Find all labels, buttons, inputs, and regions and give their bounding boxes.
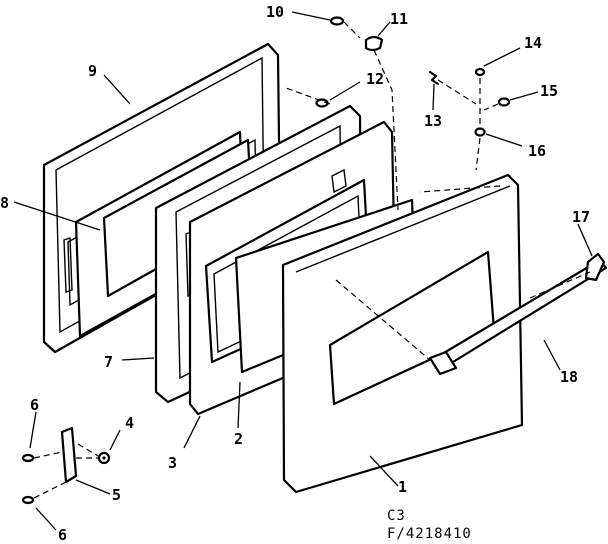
hinge-screw — [97, 451, 111, 465]
leader-lines — [13, 11, 593, 531]
diagram-code: C3 — [387, 508, 406, 524]
label-18: 18 — [560, 368, 578, 386]
screw-upper — [21, 453, 35, 463]
small-screw-16 — [474, 127, 486, 137]
door-hinge — [60, 426, 78, 484]
label-9: 9 — [88, 62, 97, 80]
label-6-lower: 6 — [58, 526, 67, 544]
top-clip — [364, 35, 384, 52]
diagram-part-number: F/4218410 — [387, 526, 472, 542]
label-8: 8 — [0, 194, 9, 212]
outer-door-panel — [281, 173, 524, 494]
label-4: 4 — [125, 414, 134, 432]
spring-clip — [428, 70, 440, 86]
label-11: 11 — [390, 10, 408, 28]
label-16: 16 — [528, 142, 546, 160]
handle-end-cap — [584, 252, 606, 282]
label-15: 15 — [540, 82, 558, 100]
door-handle — [428, 258, 608, 376]
small-screw-14 — [474, 67, 486, 77]
label-1: 1 — [398, 478, 407, 496]
screw-lower — [21, 495, 35, 505]
assembly-lines — [33, 21, 591, 499]
label-6-upper: 6 — [30, 396, 39, 414]
label-17: 17 — [572, 208, 590, 226]
label-5: 5 — [112, 486, 121, 504]
label-14: 14 — [524, 34, 542, 52]
small-washer-15 — [497, 97, 511, 107]
top-screw — [329, 16, 345, 26]
label-7: 7 — [104, 353, 113, 371]
label-13: 13 — [424, 112, 442, 130]
label-3: 3 — [168, 454, 177, 472]
label-2: 2 — [234, 430, 243, 448]
label-12: 12 — [366, 70, 384, 88]
label-10: 10 — [266, 3, 284, 21]
